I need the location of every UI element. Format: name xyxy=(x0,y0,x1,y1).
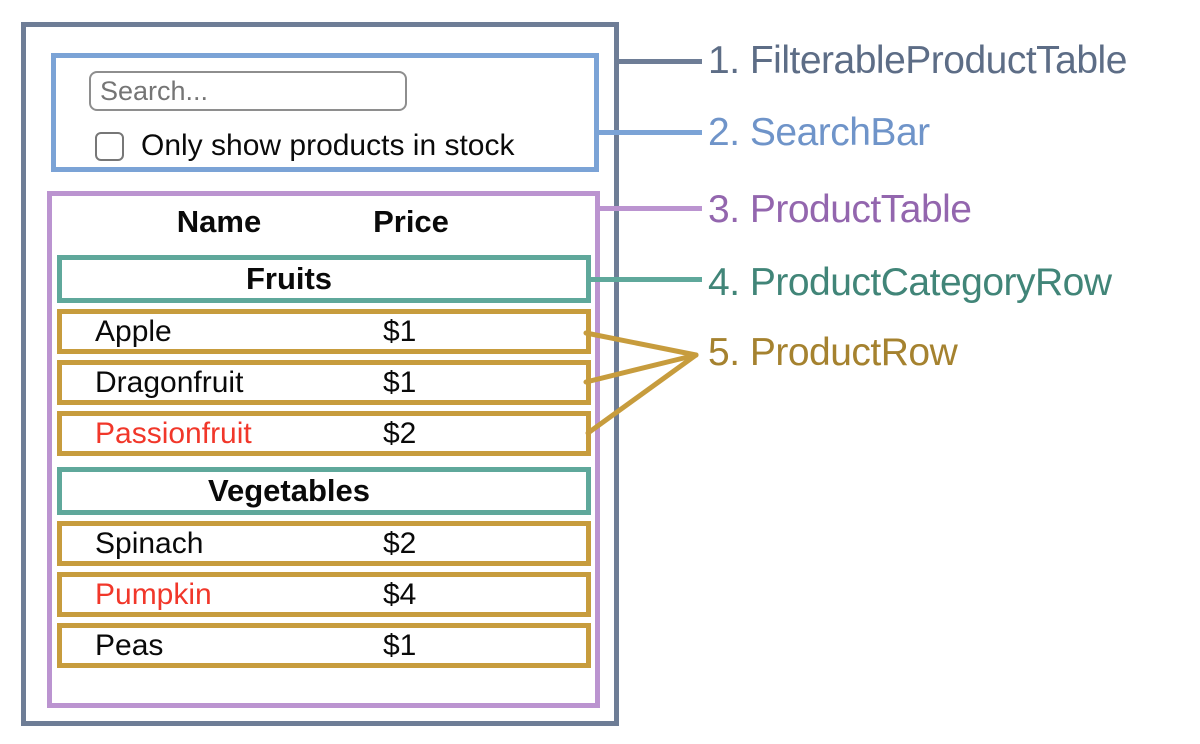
search-bar-box: Only show products in stock xyxy=(51,53,599,172)
legend-product-category-row: 4. ProductCategoryRow xyxy=(708,261,1112,304)
legend-product-table: 3. ProductTable xyxy=(708,188,972,231)
in-stock-checkbox[interactable] xyxy=(95,131,124,161)
product-row: Apple $1 xyxy=(57,309,591,354)
legend-search-bar: 2. SearchBar xyxy=(708,111,930,154)
product-category-row: Vegetables xyxy=(57,467,591,515)
product-row: Spinach $2 xyxy=(57,521,591,566)
price-column-header: Price xyxy=(373,204,449,239)
in-stock-checkbox-label: Only show products in stock xyxy=(141,129,515,162)
product-category-row: Fruits xyxy=(57,255,591,303)
product-name: Apple xyxy=(95,315,172,348)
product-name: Peas xyxy=(95,629,164,662)
product-name: Pumpkin xyxy=(95,578,212,611)
name-column-header: Name xyxy=(176,204,262,239)
product-price: $1 xyxy=(383,366,417,399)
product-row: Passionfruit $2 xyxy=(57,411,591,456)
product-row: Pumpkin $4 xyxy=(57,572,591,617)
connector-line-product-category-row xyxy=(588,277,702,282)
product-price: $4 xyxy=(383,578,417,611)
search-input[interactable] xyxy=(89,71,407,111)
connector-line-product-table xyxy=(597,206,702,211)
product-price: $2 xyxy=(383,417,417,450)
connector-line-filterable-product-table xyxy=(616,59,702,64)
category-label: Vegetables xyxy=(208,473,370,508)
product-rows: Fruits Apple $1 Dragonfruit $1 Passionfr… xyxy=(57,255,591,668)
product-price: $1 xyxy=(383,629,417,662)
category-label: Fruits xyxy=(245,261,333,296)
legend-filterable-product-table: 1. FilterableProductTable xyxy=(708,39,1127,82)
in-stock-filter: Only show products in stock xyxy=(95,129,515,163)
product-row: Peas $1 xyxy=(57,623,591,668)
product-row: Dragonfruit $1 xyxy=(57,360,591,405)
product-table-box: Name Price Fruits Apple $1 Dragonfruit $… xyxy=(47,191,600,708)
product-price: $2 xyxy=(383,527,417,560)
connector-line-search-bar xyxy=(596,130,702,135)
product-price: $1 xyxy=(383,315,417,348)
product-name: Passionfruit xyxy=(95,417,252,450)
product-name: Dragonfruit xyxy=(95,366,244,399)
legend-product-row: 5. ProductRow xyxy=(708,331,958,374)
product-name: Spinach xyxy=(95,527,204,560)
